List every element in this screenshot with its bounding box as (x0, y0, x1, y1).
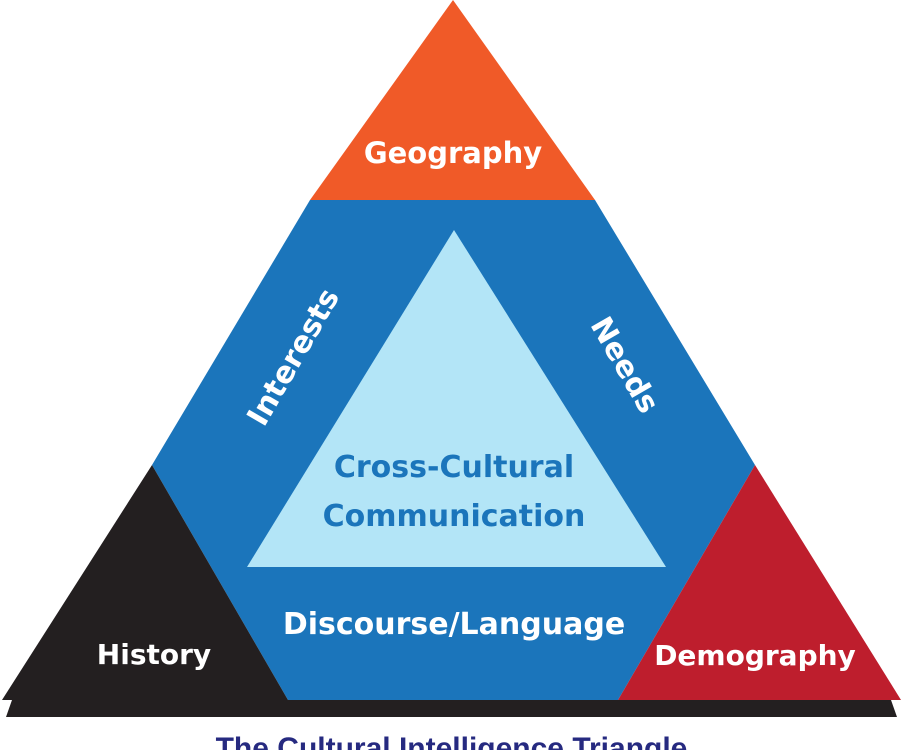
center-triangle (247, 230, 666, 567)
label-geography: Geography (364, 136, 542, 170)
top-corner (310, 0, 595, 200)
label-cross-cultural: Cross-Cultural (334, 450, 574, 485)
label-demography: Demography (654, 639, 856, 672)
label-communication: Communication (323, 499, 586, 534)
right-corner (618, 465, 901, 700)
label-history: History (97, 638, 211, 671)
diagram-caption: The Cultural Intelligence Triangle (215, 732, 688, 750)
base-shadow (6, 700, 897, 717)
left-corner (2, 465, 288, 700)
label-discourse-language: Discourse/Language (283, 607, 625, 642)
